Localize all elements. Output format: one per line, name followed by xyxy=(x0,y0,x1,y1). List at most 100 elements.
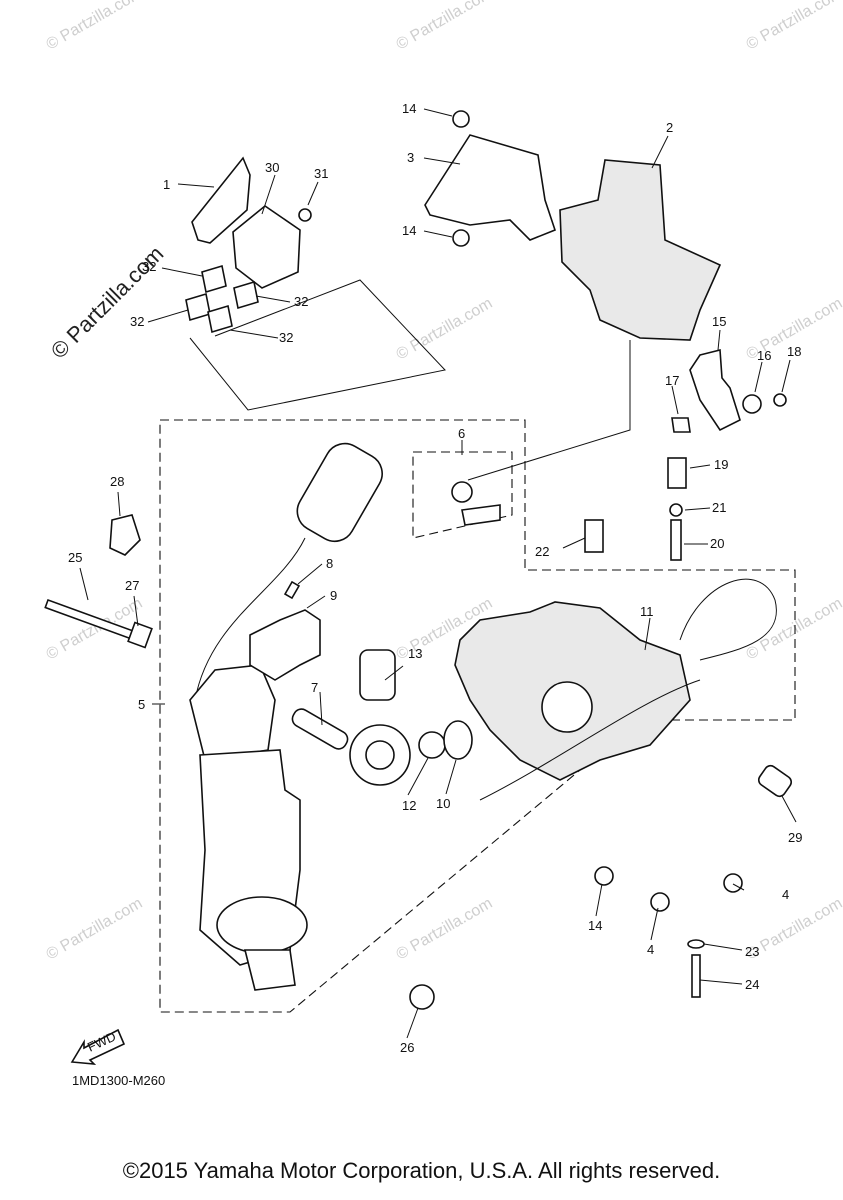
watermark: © Partzilla.com xyxy=(394,895,496,964)
leader xyxy=(319,691,323,726)
watermark: © Partzilla.com xyxy=(744,0,843,53)
callout-29: 29 xyxy=(788,830,802,845)
watermark: © Partzilla.com xyxy=(44,895,146,964)
clamp-28 xyxy=(109,514,141,556)
callout-23: 23 xyxy=(745,944,759,959)
leader xyxy=(423,108,453,117)
leader xyxy=(562,537,586,549)
leader xyxy=(79,567,89,601)
clip-32b xyxy=(233,280,259,310)
motor-13 xyxy=(349,649,411,786)
callout-12: 12 xyxy=(402,798,416,813)
callout-13: 13 xyxy=(408,646,422,661)
collar-19 xyxy=(667,457,687,489)
leader xyxy=(651,135,669,169)
callout-15: 15 xyxy=(712,314,726,329)
callout-17: 17 xyxy=(665,373,679,388)
bolt-18 xyxy=(773,393,787,407)
callout-32: 32 xyxy=(130,314,144,329)
leader-lines xyxy=(79,108,797,1039)
callout-32: 32 xyxy=(294,294,308,309)
sensor-bracket xyxy=(461,504,501,526)
callout-32: 32 xyxy=(142,259,156,274)
fwd-arrow-shape xyxy=(70,1028,126,1065)
leader xyxy=(650,907,659,941)
bolt-8 xyxy=(283,580,301,600)
leader xyxy=(161,267,203,277)
leader xyxy=(229,329,279,339)
watermark: © Partzilla.com xyxy=(394,295,496,364)
bracket-guide-line xyxy=(189,279,446,411)
leader xyxy=(147,309,189,323)
leader xyxy=(261,174,276,215)
leader xyxy=(781,359,791,393)
leader xyxy=(407,757,429,796)
leader xyxy=(781,795,797,823)
collar-7 xyxy=(291,708,349,750)
callout-22: 22 xyxy=(535,544,549,559)
leader xyxy=(595,883,603,917)
leader xyxy=(133,595,139,627)
hose-upper xyxy=(679,578,777,661)
leader xyxy=(689,464,711,469)
leader xyxy=(703,943,743,951)
motor-body xyxy=(359,649,396,701)
leader xyxy=(445,759,457,795)
callout-7: 7 xyxy=(311,680,318,695)
shock-bottom-eye xyxy=(243,949,296,991)
callout-4: 4 xyxy=(647,942,654,957)
leader xyxy=(467,340,631,481)
callout-30: 30 xyxy=(265,160,279,175)
callout-2: 2 xyxy=(666,120,673,135)
callout-25: 25 xyxy=(68,550,82,565)
gear-12 xyxy=(418,731,446,759)
sensor-6 xyxy=(451,481,473,503)
callout-6: 6 xyxy=(458,426,465,441)
bracket-15 xyxy=(689,348,741,432)
reservoir xyxy=(296,442,383,543)
leader xyxy=(406,1007,419,1039)
callout-9: 9 xyxy=(330,588,337,603)
collar-22 xyxy=(584,519,604,553)
callout-32: 32 xyxy=(279,330,293,345)
callout-27: 27 xyxy=(125,578,139,593)
leader xyxy=(732,883,745,891)
clip-32d xyxy=(207,304,233,334)
watermark: © Partzilla.com xyxy=(394,0,496,53)
callout-24: 24 xyxy=(745,977,759,992)
housing-bore xyxy=(541,681,593,733)
nut-4-left xyxy=(650,892,670,912)
spring-seat xyxy=(216,896,308,954)
clip-32a xyxy=(201,264,227,294)
leader xyxy=(297,563,323,585)
leader xyxy=(671,385,679,415)
leader xyxy=(644,617,651,651)
callout-16: 16 xyxy=(757,348,771,363)
leader xyxy=(423,157,461,165)
leader xyxy=(423,230,453,238)
shock-top-eye xyxy=(189,664,276,761)
nut-26 xyxy=(409,984,435,1010)
adjuster-9 xyxy=(249,609,321,681)
bracket-group xyxy=(185,156,446,411)
callout-1: 1 xyxy=(163,177,170,192)
callout-3: 3 xyxy=(407,150,414,165)
callout-21: 21 xyxy=(712,500,726,515)
collar-27 xyxy=(127,621,153,649)
callout-19: 19 xyxy=(714,457,728,472)
watermark: © Partzilla.com xyxy=(44,0,146,53)
subassembly-6-boundary xyxy=(412,451,513,539)
leader xyxy=(384,665,404,681)
bracket-1 xyxy=(191,156,251,244)
callout-8: 8 xyxy=(326,556,333,571)
fwd-arrow-icon: FWD xyxy=(70,1028,126,1065)
shock-absorber-5 xyxy=(189,442,383,991)
leader xyxy=(307,181,319,206)
leader xyxy=(117,491,121,517)
fitting-29 xyxy=(757,764,793,798)
callout-20: 20 xyxy=(710,536,724,551)
washer-21 xyxy=(669,503,683,517)
leader xyxy=(684,507,711,511)
leader xyxy=(177,183,215,188)
